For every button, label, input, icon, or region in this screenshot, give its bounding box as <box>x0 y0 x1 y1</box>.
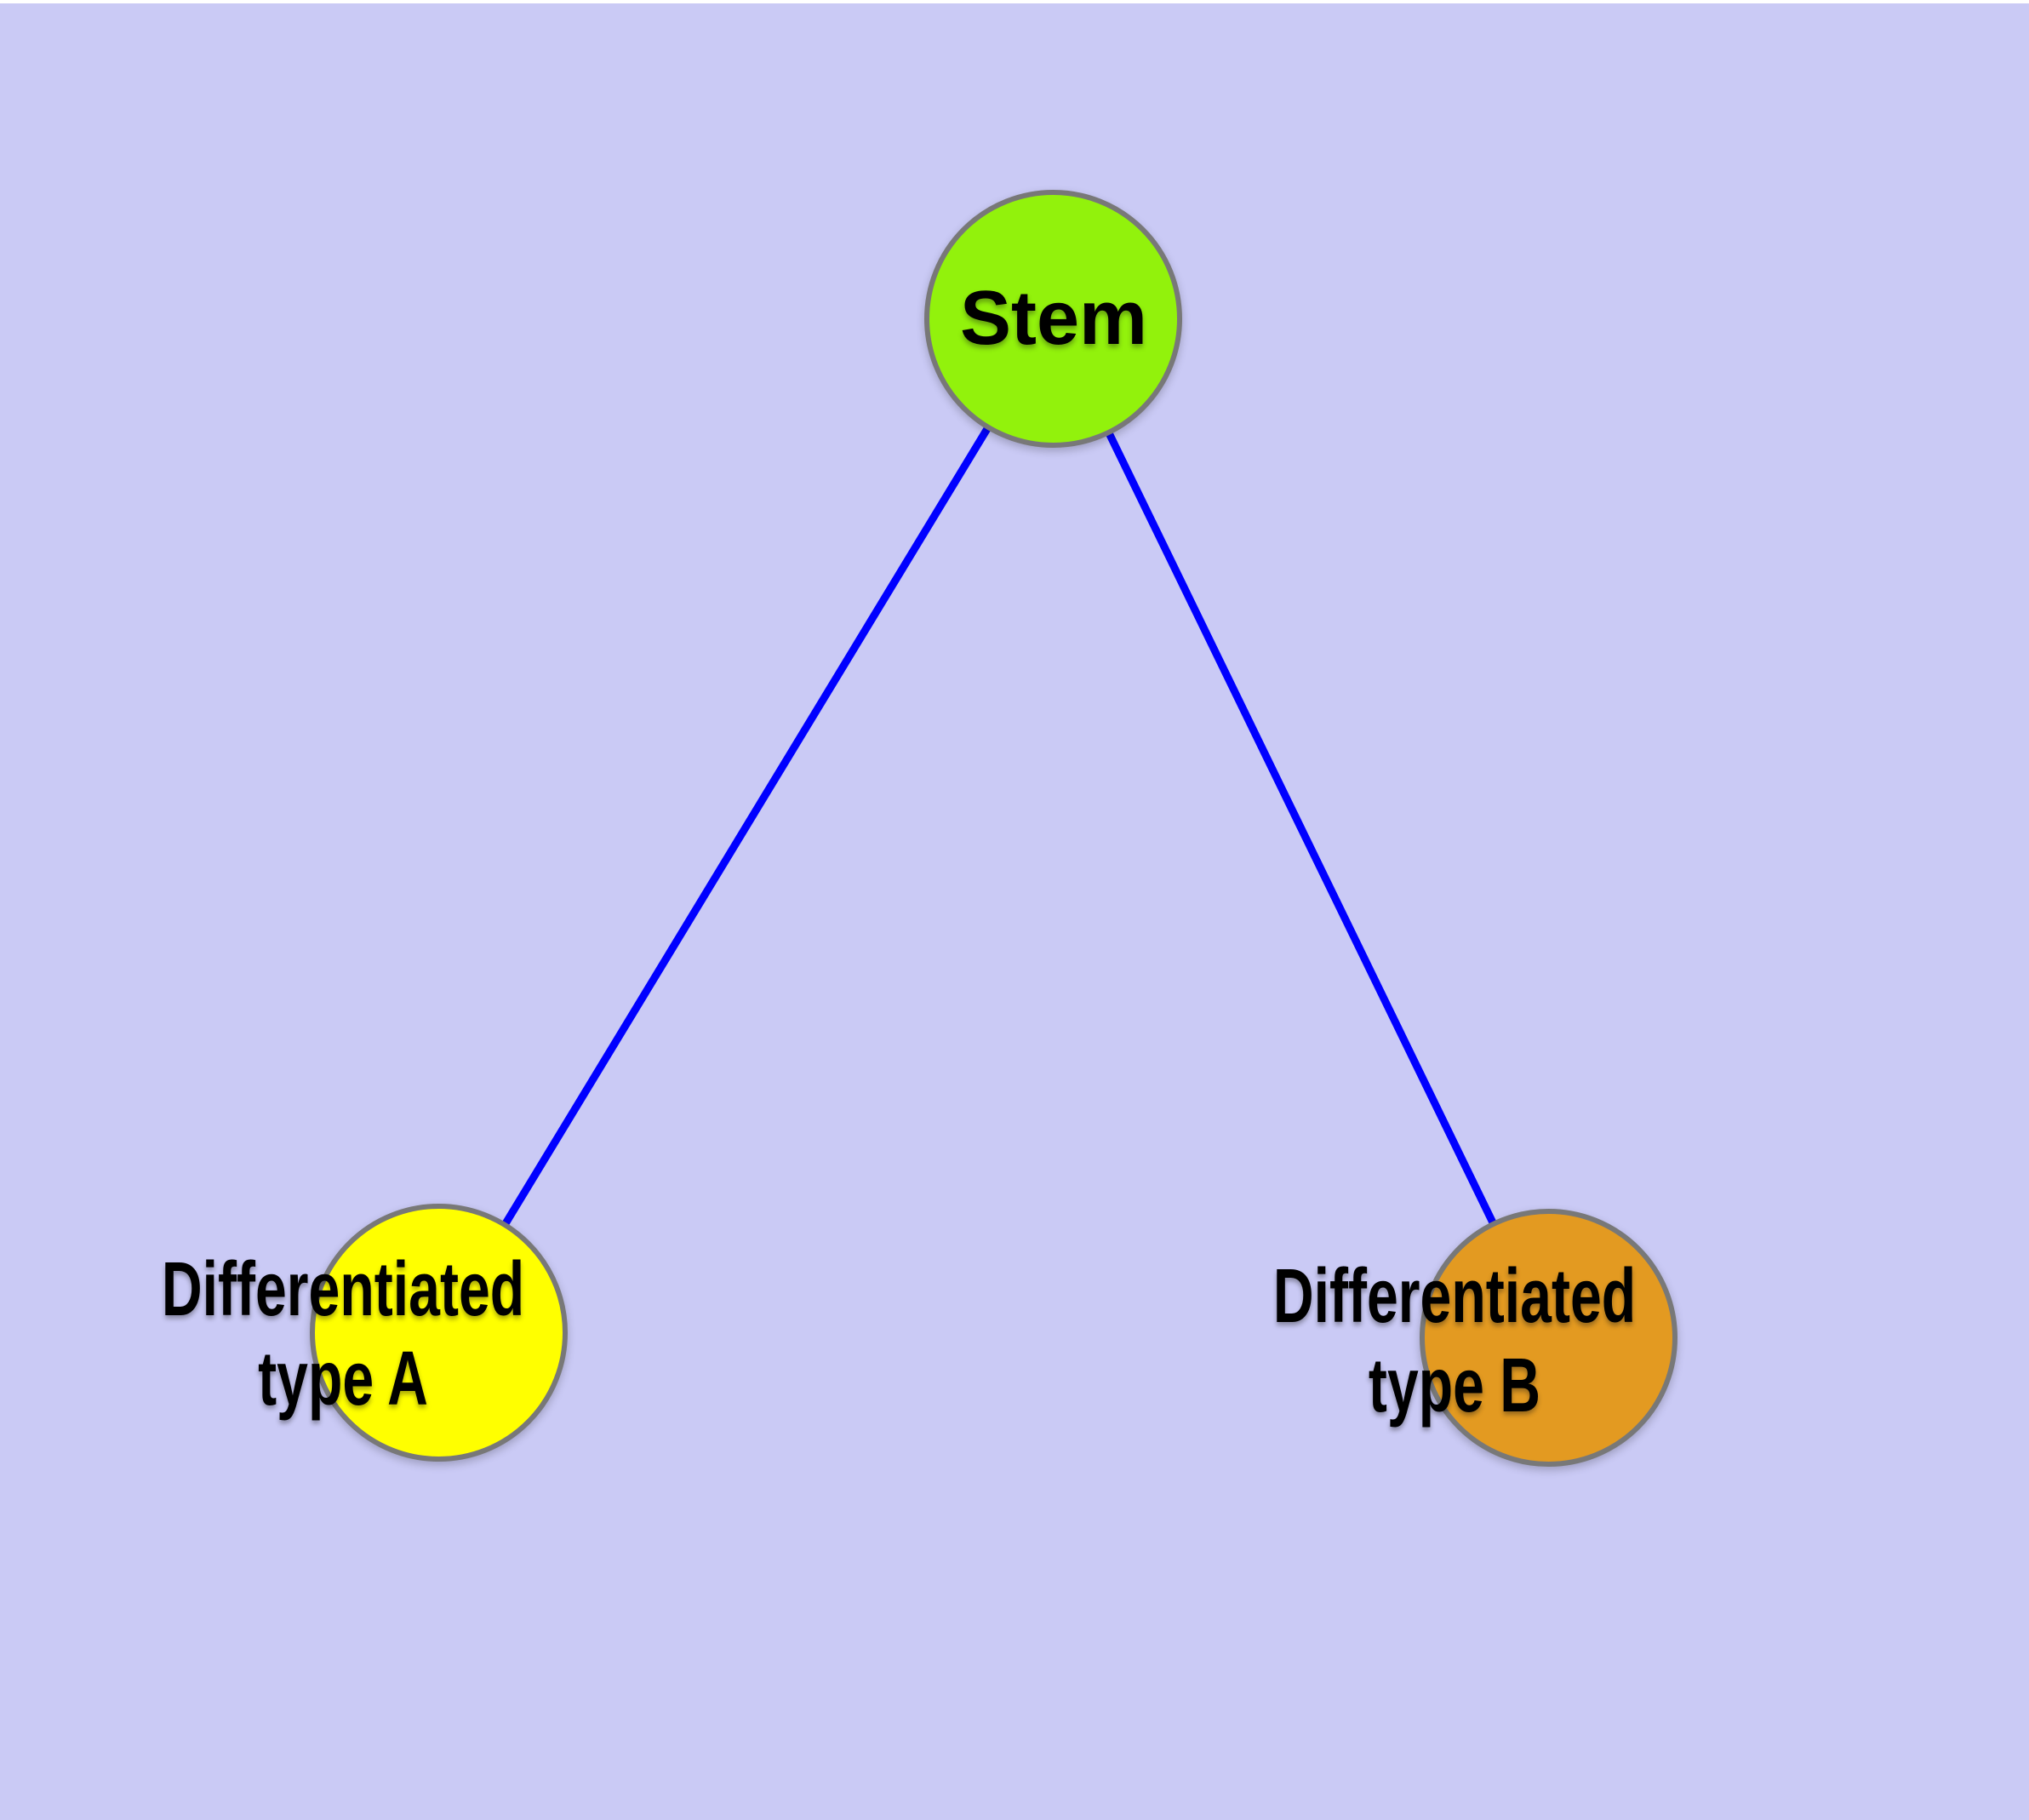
node-differentiated-type-b-label: Differentiated type B <box>1236 1252 1674 1431</box>
node-stem[interactable] <box>924 190 1182 448</box>
label-line-2: type B <box>1368 1343 1541 1428</box>
edge-stem-to-type-b[interactable] <box>1049 318 1553 1340</box>
label-line-1: Differentiated <box>161 1247 525 1332</box>
window-top-border <box>0 0 2029 3</box>
label-line-1: Differentiated <box>1272 1254 1637 1339</box>
node-stem-label: Stem <box>798 274 1309 363</box>
edge-stem-to-type-a[interactable] <box>436 317 1057 1336</box>
node-differentiated-type-a[interactable] <box>310 1204 568 1462</box>
node-stem-label-text: Stem <box>959 276 1148 361</box>
node-differentiated-type-a-label: Differentiated type A <box>124 1245 563 1424</box>
node-differentiated-type-b[interactable] <box>1420 1209 1677 1467</box>
label-line-2: type A <box>258 1336 428 1422</box>
